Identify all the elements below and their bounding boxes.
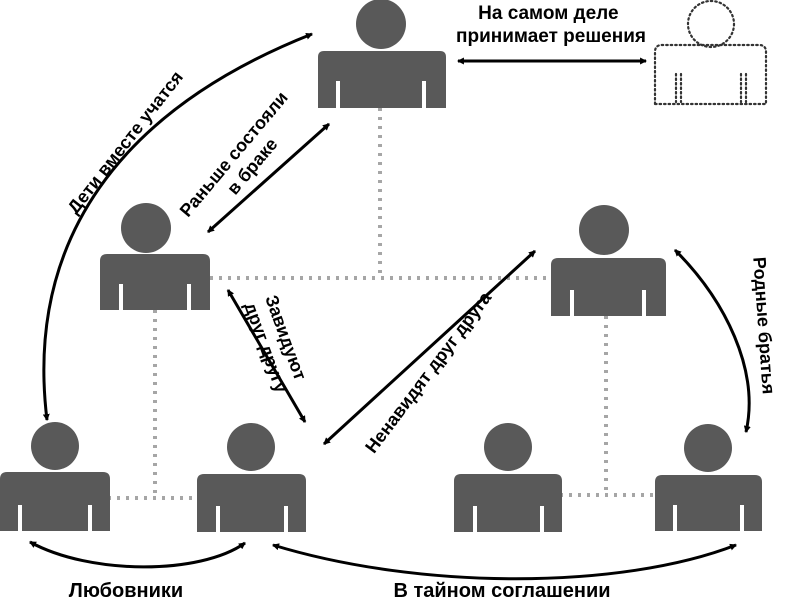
label-children: Дети вместе учатся [64, 67, 188, 217]
person-hidden-decision-maker [653, 0, 768, 106]
person-top-center [318, 0, 446, 108]
label-siblings: Родные братья [749, 256, 779, 395]
person-body [454, 474, 562, 532]
person-mid-right [551, 205, 666, 316]
person-bottom-3 [454, 423, 562, 532]
person-head [579, 205, 629, 255]
person-mid-left [100, 203, 210, 310]
arrow-lovers [29, 540, 246, 569]
label-hate: Ненавидят друг друга [361, 287, 496, 456]
arrow-married [207, 122, 330, 234]
person-head [484, 423, 532, 471]
person-body [0, 472, 110, 531]
arrow-children [42, 32, 313, 422]
label-decides-line1: На самом деле [478, 3, 618, 24]
person-body [100, 254, 210, 310]
arrow-hate [322, 249, 537, 446]
person-bottom-1 [0, 422, 110, 531]
person-body [318, 51, 446, 108]
person-head [227, 423, 275, 471]
person-head [684, 424, 732, 472]
person-body [551, 258, 666, 316]
person-head [31, 422, 79, 470]
person-bottom-4 [655, 424, 762, 531]
arrow-secret [271, 543, 737, 581]
arrows [29, 32, 751, 581]
label-decides-line2: принимает решения [456, 26, 646, 47]
person-body [655, 475, 762, 531]
label-envy: Завидуют друг другу [240, 292, 312, 395]
person-head [121, 203, 171, 253]
person-head [686, 0, 736, 49]
person-body [197, 474, 306, 532]
arrow-siblings [673, 248, 751, 434]
label-secret: В тайном соглашении [393, 580, 610, 601]
label-lovers: Любовники [69, 580, 183, 601]
person-bottom-2 [197, 423, 306, 532]
arrow-envy [226, 289, 307, 423]
person-body [653, 43, 768, 106]
person-head [356, 0, 406, 49]
label-decides: На самом деле принимает решения [456, 3, 646, 47]
